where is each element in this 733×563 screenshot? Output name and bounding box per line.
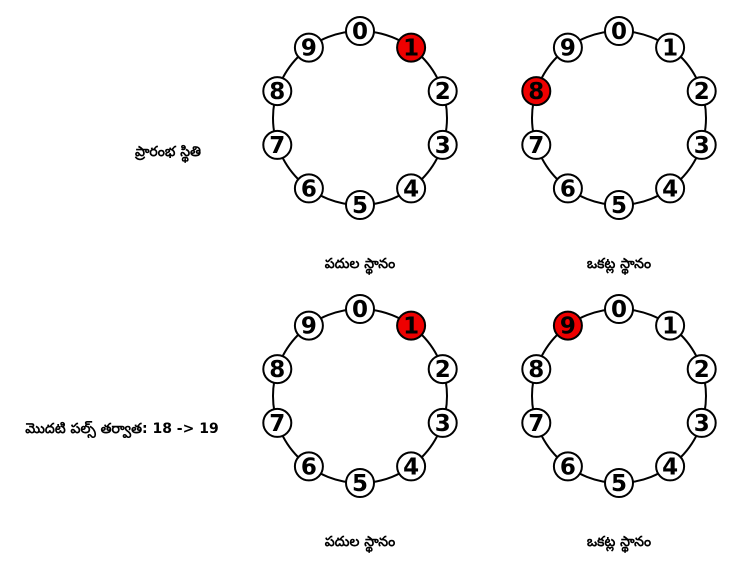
digit-node xyxy=(293,32,324,63)
digit-node xyxy=(655,173,686,204)
digit-node xyxy=(604,294,634,324)
ring-label-tens-after: పదుల స్థానం xyxy=(325,534,395,553)
ring-label-ones-initial: ఒకట్ల స్థానం xyxy=(587,256,651,275)
digit-label: 6 xyxy=(301,454,317,480)
digit-label: 9 xyxy=(301,314,317,340)
digit-label: 3 xyxy=(435,133,451,159)
digit-label: 7 xyxy=(528,133,544,159)
digit-label: 0 xyxy=(352,19,368,45)
ring-tens-after: 0 12 34 5 67 89 xyxy=(262,294,458,498)
digit-node-active xyxy=(396,32,427,63)
digit-label: 8 xyxy=(269,79,285,105)
digit-node xyxy=(293,451,324,482)
digit-node-active xyxy=(521,76,552,107)
digit-node xyxy=(345,294,375,324)
ring-label-tens-initial: పదుల స్థానం xyxy=(325,256,395,275)
digit-label: 2 xyxy=(694,79,710,105)
digit-node xyxy=(262,76,293,107)
digit-node xyxy=(655,310,686,341)
digit-label: 6 xyxy=(560,454,576,480)
digit-label: 8 xyxy=(528,357,544,383)
digit-label: 6 xyxy=(301,176,317,202)
digit-label: 2 xyxy=(694,357,710,383)
digit-label: 7 xyxy=(528,411,544,437)
digit-node xyxy=(427,129,458,160)
digit-label: 2 xyxy=(435,79,451,105)
digit-node xyxy=(552,173,583,204)
digit-node xyxy=(427,407,458,438)
digit-node xyxy=(552,451,583,482)
digit-node xyxy=(262,407,293,438)
digit-label: 9 xyxy=(560,314,576,340)
digit-node xyxy=(345,16,375,46)
digit-label: 8 xyxy=(528,79,544,105)
digit-label: 4 xyxy=(403,176,419,202)
digit-node xyxy=(604,468,634,498)
digit-node xyxy=(604,190,634,220)
digit-node xyxy=(655,451,686,482)
digit-node xyxy=(686,407,717,438)
digit-node xyxy=(427,354,458,385)
digit-label: 4 xyxy=(662,454,678,480)
digit-label: 0 xyxy=(352,297,368,323)
digit-node xyxy=(686,76,717,107)
digit-label: 8 xyxy=(269,357,285,383)
ring-tens-initial: 0 12 34 5 67 89 xyxy=(262,16,458,220)
digit-node xyxy=(262,129,293,160)
digit-label: 9 xyxy=(560,36,576,62)
digit-label: 1 xyxy=(662,314,678,340)
digit-label: 4 xyxy=(403,454,419,480)
digit-label: 1 xyxy=(662,36,678,62)
digit-node xyxy=(521,129,552,160)
digit-node xyxy=(686,354,717,385)
digit-node-active xyxy=(552,310,583,341)
digit-label: 4 xyxy=(662,176,678,202)
digit-label: 3 xyxy=(694,133,710,159)
digit-label: 6 xyxy=(560,176,576,202)
digit-node xyxy=(521,407,552,438)
digit-node xyxy=(293,173,324,204)
digit-label: 5 xyxy=(352,471,368,497)
digit-label: 2 xyxy=(435,357,451,383)
digit-label: 3 xyxy=(435,411,451,437)
digit-label: 3 xyxy=(694,411,710,437)
ring-label-ones-after: ఒకట్ల స్థానం xyxy=(587,534,651,553)
digit-node xyxy=(521,354,552,385)
ring-ones-after: 0 12 34 5 67 89 xyxy=(521,294,717,498)
digit-label: 9 xyxy=(301,36,317,62)
digit-label: 1 xyxy=(403,36,419,62)
digit-label: 0 xyxy=(611,19,627,45)
row-label-after-pulse: మొదటి పల్స్ తర్వాత: 18 -> 19 xyxy=(25,420,218,439)
digit-label: 5 xyxy=(611,471,627,497)
digit-label: 7 xyxy=(269,411,285,437)
digit-node xyxy=(293,310,324,341)
digit-node xyxy=(686,129,717,160)
digit-node xyxy=(552,32,583,63)
digit-label: 5 xyxy=(611,193,627,219)
digit-node xyxy=(345,190,375,220)
digit-node xyxy=(604,16,634,46)
digit-node xyxy=(396,173,427,204)
digit-node xyxy=(345,468,375,498)
digit-label: 7 xyxy=(269,133,285,159)
ring-ones-initial: 0 12 34 5 67 89 xyxy=(521,16,717,220)
digit-label: 5 xyxy=(352,193,368,219)
digit-label: 1 xyxy=(403,314,419,340)
digit-node xyxy=(262,354,293,385)
digit-label: 0 xyxy=(611,297,627,323)
digit-node xyxy=(427,76,458,107)
digit-node-active xyxy=(396,310,427,341)
digit-node xyxy=(655,32,686,63)
row-label-initial: ప్రారంభ స్థితి xyxy=(134,144,201,163)
digit-node xyxy=(396,451,427,482)
